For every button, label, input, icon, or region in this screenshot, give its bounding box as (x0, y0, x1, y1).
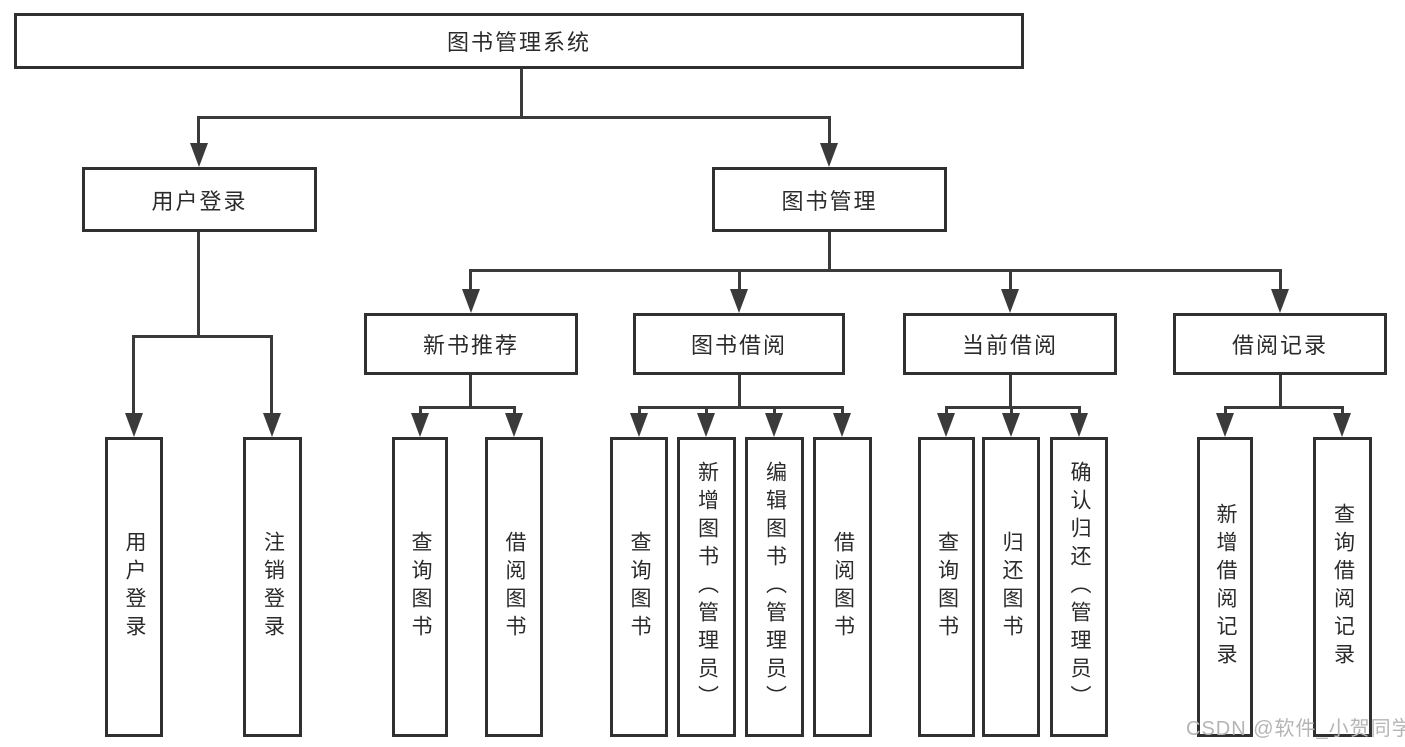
leaf-br-add-record: 新增借阅记录 (1197, 437, 1253, 737)
leaf-bb-edit-books-admin: 编辑图书（管理员） (745, 437, 804, 737)
node-current-borrow: 当前借阅 (903, 313, 1117, 375)
connector-line (945, 406, 948, 415)
leaf-bb-borrow-books: 借阅图书 (813, 437, 872, 737)
leaf-user-login: 用户登录 (105, 437, 163, 737)
leaf-bb-add-books-admin: 新增图书（管理员） (677, 437, 736, 737)
connector-line (828, 232, 831, 271)
leaf-br-query-record: 查询借阅记录 (1313, 437, 1372, 737)
connector-line (419, 406, 422, 415)
connector-line (132, 335, 273, 338)
connector-line (828, 116, 831, 146)
arrow-down-icon (411, 413, 429, 437)
arrow-down-icon (630, 413, 648, 437)
node-book-management: 图书管理 (712, 167, 947, 232)
watermark: CSDN @软件_小贺同学 (1186, 718, 1405, 740)
node-root-title: 图书管理系统 (14, 13, 1024, 69)
connector-line (469, 269, 1281, 272)
connector-line (132, 335, 135, 416)
connector-line (469, 269, 472, 292)
arrow-down-icon (462, 289, 480, 313)
connector-line (513, 406, 516, 415)
leaf-cb-return-books: 归还图书 (982, 437, 1040, 737)
arrow-down-icon (505, 413, 523, 437)
arrow-down-icon (1216, 413, 1234, 437)
connector-line (469, 375, 472, 408)
arrow-down-icon (125, 413, 143, 437)
arrow-down-icon (1271, 289, 1289, 313)
node-book-borrow: 图书借阅 (633, 313, 845, 375)
arrow-down-icon (1002, 413, 1020, 437)
node-user-login: 用户登录 (82, 167, 317, 232)
leaf-logout: 注销登录 (243, 437, 302, 737)
connector-line (738, 375, 741, 408)
connector-line (1341, 406, 1344, 415)
arrow-down-icon (190, 143, 208, 167)
connector-line (1224, 406, 1227, 415)
leaf-bb-query-books: 查询图书 (610, 437, 668, 737)
connector-line (1010, 406, 1013, 415)
leaf-nbr-borrow-books: 借阅图书 (485, 437, 543, 737)
arrow-down-icon (697, 413, 715, 437)
connector-line (945, 406, 1081, 409)
connector-line (270, 335, 273, 416)
connector-line (1009, 375, 1012, 408)
connector-line (419, 406, 516, 409)
connector-line (1279, 375, 1282, 408)
connector-line (197, 232, 200, 338)
connector-line (1078, 406, 1081, 415)
connector-line (1224, 406, 1344, 409)
connector-line (197, 116, 200, 146)
arrow-down-icon (730, 289, 748, 313)
arrow-down-icon (1070, 413, 1088, 437)
connector-line (197, 116, 831, 119)
arrow-down-icon (765, 413, 783, 437)
connector-line (773, 406, 776, 415)
arrow-down-icon (263, 413, 281, 437)
connector-line (638, 406, 844, 409)
arrow-down-icon (820, 143, 838, 167)
connector-line (1009, 269, 1012, 292)
arrow-down-icon (1333, 413, 1351, 437)
leaf-cb-confirm-return-admin: 确认归还（管理员） (1050, 437, 1108, 737)
connector-line (638, 406, 641, 415)
leaf-nbr-query-books: 查询图书 (392, 437, 448, 737)
node-new-book-recommend: 新书推荐 (364, 313, 578, 375)
arrow-down-icon (833, 413, 851, 437)
connector-line (1279, 269, 1282, 292)
arrow-down-icon (1001, 289, 1019, 313)
connector-line (738, 269, 741, 292)
connector-line (705, 406, 708, 415)
arrow-down-icon (937, 413, 955, 437)
connector-line (841, 406, 844, 415)
connector-line (520, 69, 523, 118)
leaf-cb-query-books: 查询图书 (918, 437, 975, 737)
node-borrow-records: 借阅记录 (1173, 313, 1387, 375)
